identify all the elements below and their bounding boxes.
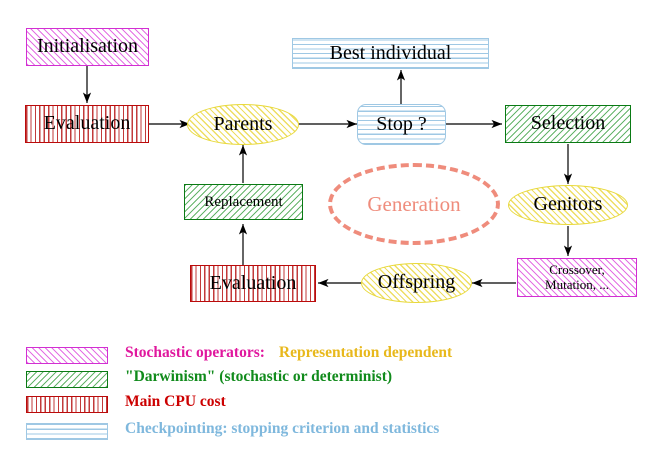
node-generation-label: Generation	[367, 191, 461, 216]
legend-label-darwinism: "Darwinism" (stochastic or determinist)	[125, 368, 393, 385]
node-best-individual[interactable]: Best individual	[292, 38, 489, 69]
legend-swatch-vertical-red	[26, 396, 108, 413]
node-parents[interactable]: Parents	[187, 104, 299, 145]
legend-label-checkpointing: Checkpointing: stopping criterion and st…	[125, 420, 440, 437]
legend-swatch-horizontal-blue	[26, 423, 108, 440]
node-parents-label: Parents	[213, 112, 273, 135]
node-selection[interactable]: Selection	[505, 105, 631, 143]
node-replacement-label: Replacement	[204, 193, 283, 210]
node-genitors-label: Genitors	[533, 193, 603, 216]
node-initialisation[interactable]: Initialisation	[26, 28, 149, 66]
node-offspring[interactable]: Offspring	[361, 263, 472, 303]
node-crossover-label-line2: Mutation, ...	[545, 276, 609, 292]
legend-label-representation-dependent: Representation dependent	[278, 344, 453, 361]
node-crossover-mutation[interactable]: Crossover, Mutation, ...	[517, 258, 637, 297]
node-best-individual-label: Best individual	[329, 41, 452, 64]
node-generation-cycle: Generation	[328, 163, 500, 245]
node-evaluation-bottom[interactable]: Evaluation	[190, 265, 316, 302]
node-stop-label: Stop ?	[376, 112, 427, 135]
node-selection-label: Selection	[530, 112, 606, 135]
node-offspring-label: Offspring	[377, 271, 456, 294]
node-initialisation-label: Initialisation	[36, 35, 139, 58]
legend-swatch-diagonal-magenta	[26, 347, 108, 364]
legend-swatch-diagonal-green	[26, 371, 108, 388]
node-genitors[interactable]: Genitors	[508, 185, 628, 225]
legend-label-stochastic-operators: Stochastic operators:	[125, 344, 265, 361]
node-crossover-label-line1: Crossover,	[549, 262, 605, 278]
node-evaluation-top-label: Evaluation	[43, 112, 131, 135]
node-replacement[interactable]: Replacement	[184, 184, 303, 220]
legend-label-main-cpu-cost: Main CPU cost	[125, 393, 226, 410]
node-evaluation-bottom-label: Evaluation	[209, 271, 297, 294]
node-evaluation-top[interactable]: Evaluation	[25, 105, 149, 143]
node-stop[interactable]: Stop ?	[357, 104, 446, 145]
